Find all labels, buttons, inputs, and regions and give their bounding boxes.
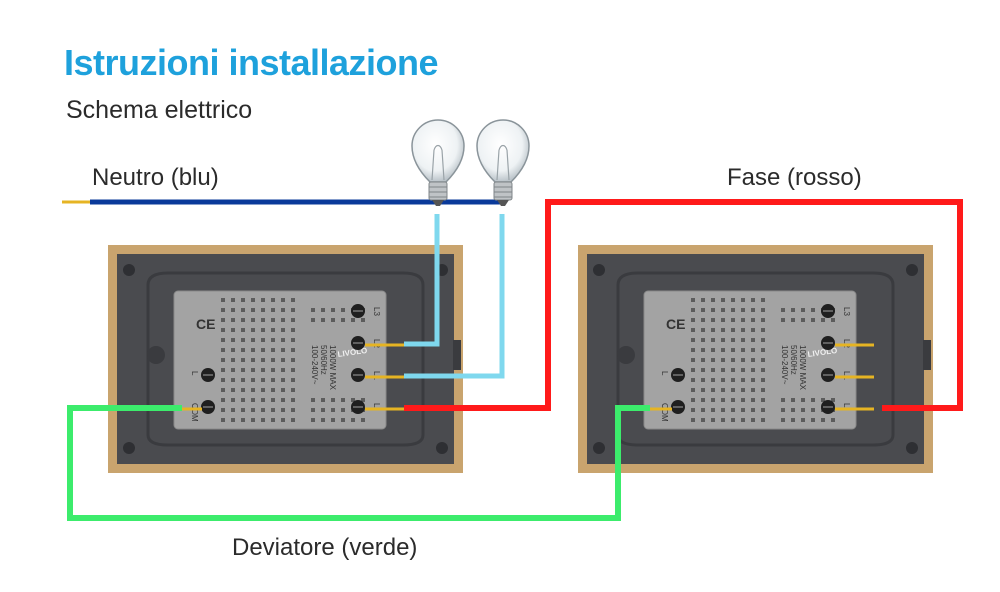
phase-wire-label: Fase (rosso) xyxy=(727,164,862,191)
svg-text:L3: L3 xyxy=(842,307,851,316)
screw-hole xyxy=(593,442,605,454)
light-bulb-icon xyxy=(411,119,465,206)
traveler-wire xyxy=(67,405,650,521)
terminal-l: L xyxy=(351,400,404,414)
ce-mark: CE xyxy=(196,316,215,332)
screw-hole xyxy=(906,442,918,454)
screw-hole xyxy=(436,442,448,454)
svg-text:50/60Hz: 50/60Hz xyxy=(319,345,328,375)
svg-text:L: L xyxy=(372,403,381,408)
svg-text:L: L xyxy=(660,371,669,376)
phase-wire xyxy=(404,199,963,411)
svg-text:L: L xyxy=(190,371,199,376)
terminal-side-com: COM xyxy=(660,400,685,422)
terminal-l1: L1 xyxy=(821,368,874,382)
svg-text:1000W MAX: 1000W MAX xyxy=(328,345,337,391)
terminal-l3: L3 xyxy=(351,304,381,318)
terminal-side-l: L xyxy=(660,368,685,382)
screw-hole xyxy=(593,264,605,276)
svg-text:COM: COM xyxy=(660,403,669,422)
svg-text:COM: COM xyxy=(190,403,199,422)
svg-text:100-240V~: 100-240V~ xyxy=(310,345,319,385)
neutral-wire-label: Neutro (blu) xyxy=(92,164,219,191)
screw-hole xyxy=(123,442,135,454)
lamp-feed-wires xyxy=(404,214,505,379)
page-title: Istruzioni installazione xyxy=(64,42,439,83)
terminal-l: L xyxy=(821,400,874,414)
traveler-wire-label: Deviatore (verde) xyxy=(232,534,418,561)
terminal-l1: L1 xyxy=(351,368,404,382)
terminal-side-com: COM xyxy=(190,400,215,422)
terminal-side-l: L xyxy=(190,368,215,382)
terminal-l3: L3 xyxy=(821,304,851,318)
light-bulb-icon xyxy=(476,119,530,206)
svg-text:1000W MAX: 1000W MAX xyxy=(798,345,807,391)
terminal-l2: L2 xyxy=(351,336,404,350)
svg-text:50/60Hz: 50/60Hz xyxy=(789,345,798,375)
svg-text:L: L xyxy=(842,403,851,408)
svg-text:L3: L3 xyxy=(372,307,381,316)
screw-hole xyxy=(906,264,918,276)
terminal-l2: L2 xyxy=(821,336,874,350)
ce-mark: CE xyxy=(666,316,685,332)
svg-text:100-240V~: 100-240V~ xyxy=(780,345,789,385)
page-subtitle: Schema elettrico xyxy=(66,96,253,124)
screw-hole xyxy=(123,264,135,276)
